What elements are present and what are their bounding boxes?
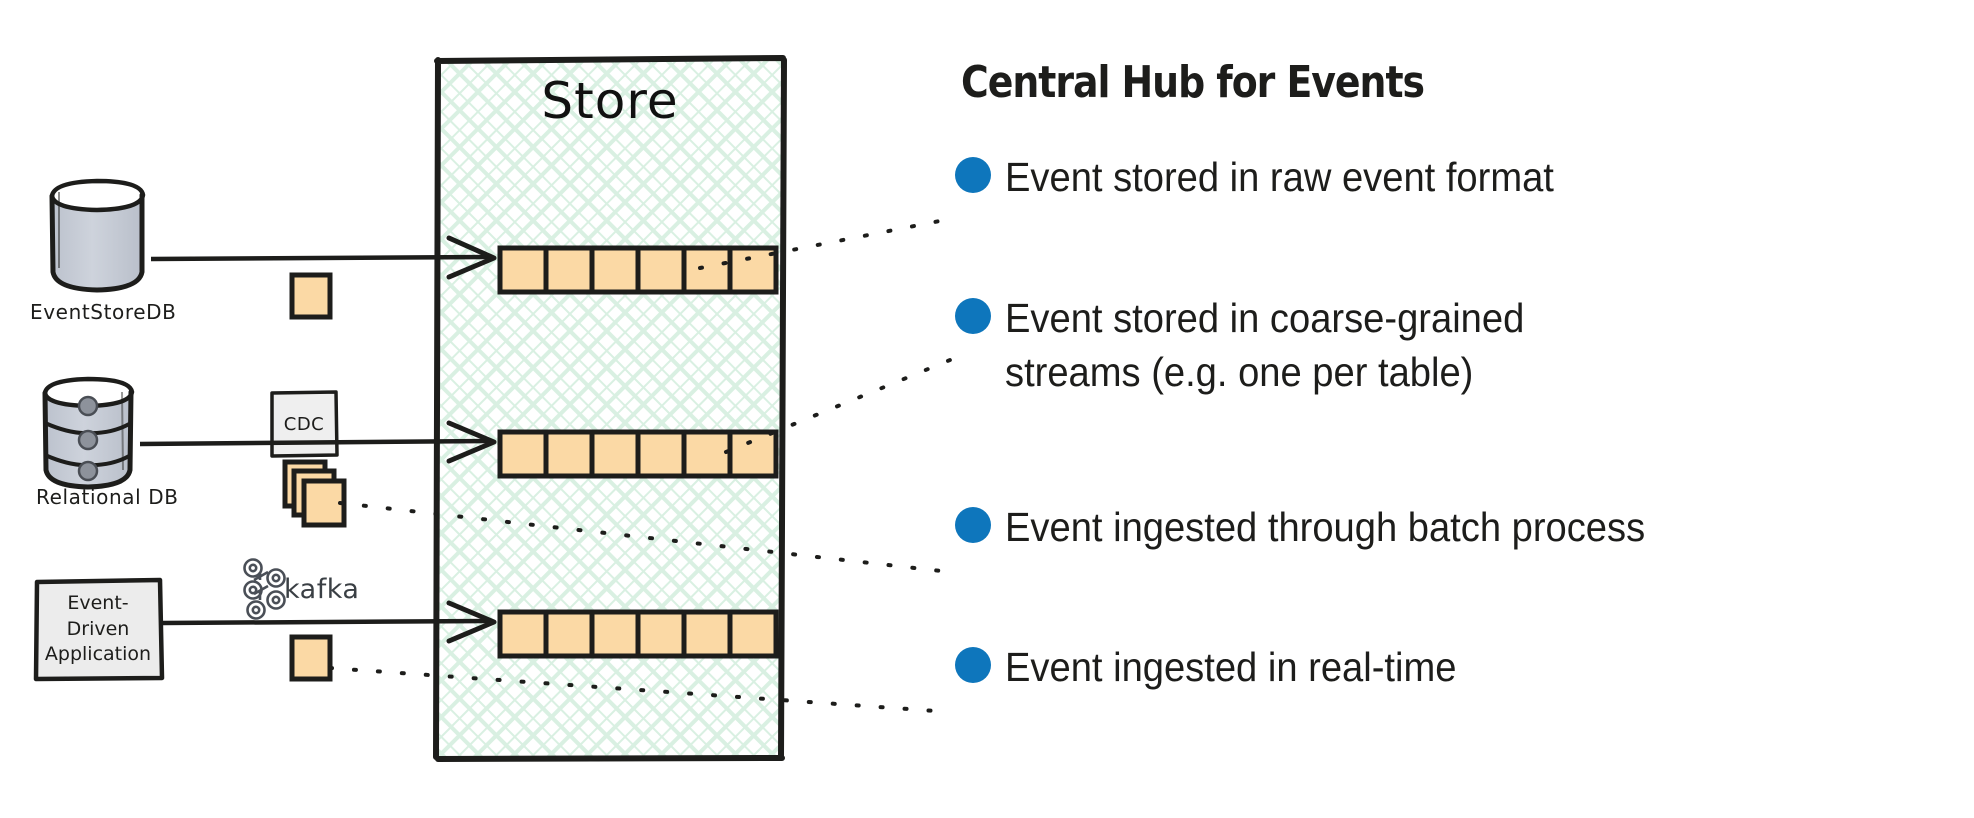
flow-arrow-event-driven-application	[162, 600, 497, 644]
store-title: Store	[541, 72, 679, 130]
list-item: Event ingested in real-time	[955, 640, 1490, 694]
stream-row-raw	[497, 245, 779, 295]
payload-square-eventstoredb	[289, 272, 333, 320]
relational-db-cylinder-icon	[42, 376, 135, 490]
bullet-dot-icon	[955, 157, 991, 193]
label-kafka: kafka	[284, 574, 360, 605]
bullet-label: Event stored in coarse-grained streams (…	[1005, 295, 1525, 396]
list-item: Event stored in raw event format	[955, 150, 1595, 204]
label-eventstoredb: EventStoreDB	[30, 300, 177, 324]
connector-coarse-grained	[724, 358, 952, 454]
bullet-dot-icon	[955, 298, 991, 334]
label-cdc: CDC	[283, 413, 325, 435]
label-event-driven-application: Event- Driven Application	[44, 592, 152, 666]
event-driven-application-box	[33, 577, 165, 682]
connector-realtime	[328, 666, 952, 714]
stream-row-realtime	[497, 609, 779, 659]
kafka-logo-icon	[243, 558, 286, 620]
stream-row-coarse	[497, 429, 779, 479]
bullet-label: Event stored in raw event format	[1005, 154, 1554, 200]
page-title: Central Hub for Events	[961, 57, 1425, 108]
eventstoredb-cylinder-icon	[49, 178, 146, 293]
flow-arrow-relational-db	[139, 420, 497, 464]
payload-squares-relational-db	[282, 459, 347, 528]
list-item: Event stored in coarse-grained streams (…	[955, 291, 1563, 399]
list-item: Event ingested through batch process	[955, 500, 1693, 554]
bullet-label: Event ingested in real-time	[1005, 644, 1457, 690]
flow-arrow-eventstoredb	[150, 235, 497, 280]
callout-connectors	[328, 217, 952, 714]
payload-square-event-driven-application	[289, 634, 333, 682]
bullet-dot-icon	[955, 647, 991, 683]
bullet-dot-icon	[955, 507, 991, 543]
callout-panel: Central Hub for Events Event stored in r…	[955, 57, 1955, 690]
bullet-label: Event ingested through batch process	[1005, 504, 1646, 550]
label-relational-db: Relational DB	[36, 485, 179, 509]
